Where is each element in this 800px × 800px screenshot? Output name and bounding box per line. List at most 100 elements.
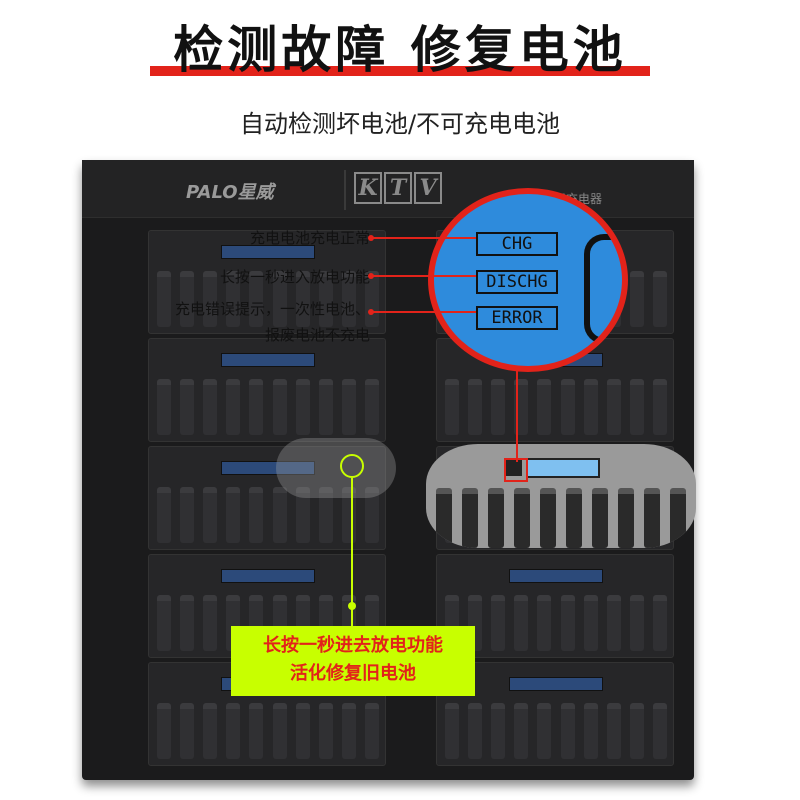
- battery-cell: [249, 703, 264, 759]
- battery-cell: [514, 595, 529, 651]
- callout-chg: 充电电池充电正常: [249, 229, 370, 247]
- charging-slot: [436, 554, 674, 658]
- battery-cell: [606, 703, 621, 759]
- battery-cell: [670, 488, 686, 548]
- battery-cell: [652, 703, 667, 759]
- slot-closeup-bubble: [426, 444, 696, 548]
- battery-cell: [180, 487, 195, 543]
- battery-cell: [652, 271, 667, 327]
- battery-cell: [341, 271, 356, 327]
- battery-cell: [514, 488, 530, 548]
- charging-slot: [148, 230, 386, 334]
- zoom-connector-line: [516, 370, 518, 462]
- discharge-button-marker: [340, 454, 364, 478]
- battery-cell: [226, 271, 241, 327]
- battery-cell: [249, 487, 264, 543]
- charging-slot: [148, 338, 386, 442]
- battery-cells: [445, 379, 667, 435]
- battery-cell: [583, 703, 598, 759]
- zoom-panel: CHG DISCHG ERROR: [428, 188, 628, 372]
- battery-cell: [537, 595, 552, 651]
- closeup-battery-cells: [436, 488, 686, 548]
- battery-cell: [364, 487, 379, 543]
- ktv-logo: K T V: [354, 172, 442, 204]
- headline: 检测故障 修复电池: [0, 20, 800, 80]
- notice-connector-line: [351, 478, 353, 628]
- battery-cell: [629, 271, 644, 327]
- battery-cell: [540, 488, 556, 548]
- battery-cell: [644, 488, 660, 548]
- battery-cell: [592, 488, 608, 548]
- battery-cell: [341, 379, 356, 435]
- battery-cell: [180, 271, 195, 327]
- battery-cell: [560, 703, 575, 759]
- battery-cell: [157, 487, 171, 543]
- battery-cell: [272, 703, 287, 759]
- battery-cell: [462, 488, 478, 548]
- notice-connector-dot: [348, 602, 356, 610]
- notice-line-2: 活化修复旧电池: [290, 663, 416, 684]
- battery-cell: [566, 488, 582, 548]
- battery-cell: [318, 379, 333, 435]
- battery-cell: [157, 703, 171, 759]
- battery-cell: [226, 487, 241, 543]
- battery-cells: [157, 271, 379, 327]
- slot-lcd-screen: [221, 461, 315, 475]
- battery-cell: [583, 595, 598, 651]
- charging-slot: [436, 662, 674, 766]
- battery-cell: [606, 595, 621, 651]
- callout-line-chg: [372, 237, 476, 239]
- battery-cell: [295, 271, 310, 327]
- callout-error-2: 报废电池不充电: [264, 326, 370, 344]
- battery-cell: [468, 379, 483, 435]
- battery-cell: [272, 379, 287, 435]
- battery-cell: [618, 488, 634, 548]
- battery-cell: [203, 595, 218, 651]
- battery-cell: [226, 703, 241, 759]
- battery-cell: [491, 379, 506, 435]
- battery-cell: [341, 703, 356, 759]
- battery-cell: [364, 703, 379, 759]
- battery-cell: [629, 379, 644, 435]
- battery-cells: [445, 595, 667, 651]
- status-led: [506, 460, 522, 476]
- battery-cell: [203, 487, 218, 543]
- battery-cell: [606, 379, 621, 435]
- page-subtitle: 自动检测坏电池/不可充电电池: [239, 110, 561, 138]
- slot-lcd-screen: [509, 677, 603, 691]
- battery-cell: [491, 595, 506, 651]
- battery-cell: [629, 703, 644, 759]
- slot-lcd-screen: [221, 569, 315, 583]
- battery-cell: [203, 703, 218, 759]
- battery-cell: [157, 379, 171, 435]
- battery-cell: [295, 487, 310, 543]
- battery-cells: [445, 703, 667, 759]
- battery-cell: [652, 379, 667, 435]
- battery-cell: [226, 379, 241, 435]
- battery-cell: [514, 703, 529, 759]
- battery-cell: [203, 379, 218, 435]
- notice-line-1: 长按一秒进去放电功能: [263, 635, 443, 656]
- callout-line-dischg: [372, 275, 476, 277]
- slot-row: [148, 338, 676, 442]
- slot-row: [148, 554, 676, 658]
- battery-cell: [272, 487, 287, 543]
- battery-cell: [295, 379, 310, 435]
- battery-cell: [468, 703, 483, 759]
- page-title: 检测故障 修复电池: [173, 21, 627, 79]
- slot-lcd-screen: [221, 245, 315, 259]
- battery-cell: [295, 703, 310, 759]
- closeup-lcd-screen: [526, 458, 600, 478]
- callout-dischg: 长按一秒进入放电功能: [219, 268, 370, 286]
- battery-cell: [445, 703, 459, 759]
- battery-cell: [488, 488, 504, 548]
- error-indicator: ERROR: [476, 306, 558, 330]
- slot-lcd-screen: [509, 569, 603, 583]
- battery-cell: [157, 595, 171, 651]
- title-underline: [150, 66, 650, 76]
- battery-cell: [629, 595, 644, 651]
- dischg-indicator: DISCHG: [476, 270, 558, 294]
- battery-cell: [583, 379, 598, 435]
- chg-indicator: CHG: [476, 232, 558, 256]
- battery-cell: [436, 488, 452, 548]
